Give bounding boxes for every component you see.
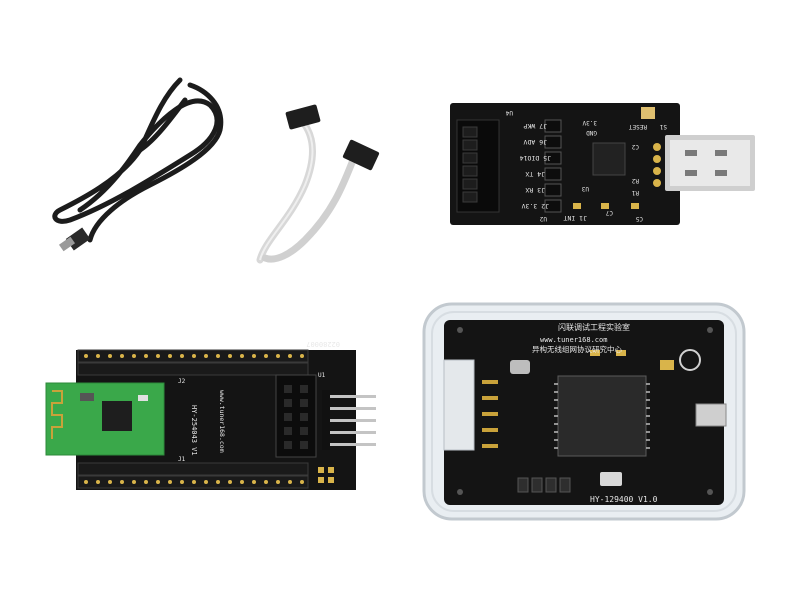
usb-bridge-chip [592,142,626,176]
usb-adapter-pcb [450,103,680,225]
label-url: www.tuner168.com [218,390,226,453]
label-org: 异构无线组网协议研究中心 [532,344,622,354]
label-j4: J4 TX [525,170,545,178]
label-model-debugger: HY-129400 V1.0 [590,495,658,504]
label-u3: U3 [581,185,589,192]
label-u1: U1 [318,372,326,379]
debugger-device: 闪联调试工程实验室 www.tuner168.com 异构无线组网协议研究中心 … [422,302,746,521]
label-c7: C7 [605,209,613,216]
label-j1: J1 INT [563,214,587,222]
label-j7: J7 WKP [523,122,547,130]
crystal [510,360,530,374]
label-j5: J5 DIO14 [520,154,551,162]
right-angle-pins [326,395,376,446]
label-c5: C5 [635,215,643,222]
label-gnd: GND [586,129,597,136]
mounting-hole [679,349,701,371]
debug-header [443,359,475,451]
ribbon-cable [256,104,380,264]
label-3v3: 3.3V [582,119,597,126]
jtag-connector [275,374,317,458]
label-j3: J3 RX [525,186,545,194]
reset-button [641,107,655,119]
label-lab: 闪联调试工程实验室 [558,322,630,332]
pin-header-bottom [77,462,309,489]
label-serial: 02280007 [306,340,340,348]
pin-header-top [77,349,309,376]
module-board: 02280007 HY-254043 V1 www.tuner168.com J… [45,340,376,490]
usb-cable [52,77,224,252]
label-s1: S1 [659,123,667,130]
label-u2: U2 [539,215,547,222]
label-r2: R2 [631,177,639,184]
label-reset: RESET [629,123,647,130]
label-u4: U4 [505,109,513,116]
module-chip [102,401,132,431]
label-model: HY-254043 V1 [190,405,198,456]
mini-usb-port [695,403,727,427]
usb-adapter: U4 J7 WKP J6 ADV J5 DIO14 J4 TX J3 RX J2… [450,103,755,225]
ribbon-connector-top [285,104,321,130]
label-j6: J6 ADV [523,138,547,146]
label-j2-module: J2 [178,378,186,385]
ribbon-connector-bottom [342,139,380,171]
label-j1-module: J1 [178,456,186,463]
main-mcu [557,375,647,457]
label-j2: J2 3.3V [522,202,549,210]
label-url-debugger: www.tuner168.com [540,336,607,344]
label-c2: C2 [631,143,639,150]
label-r1: R1 [631,189,639,196]
